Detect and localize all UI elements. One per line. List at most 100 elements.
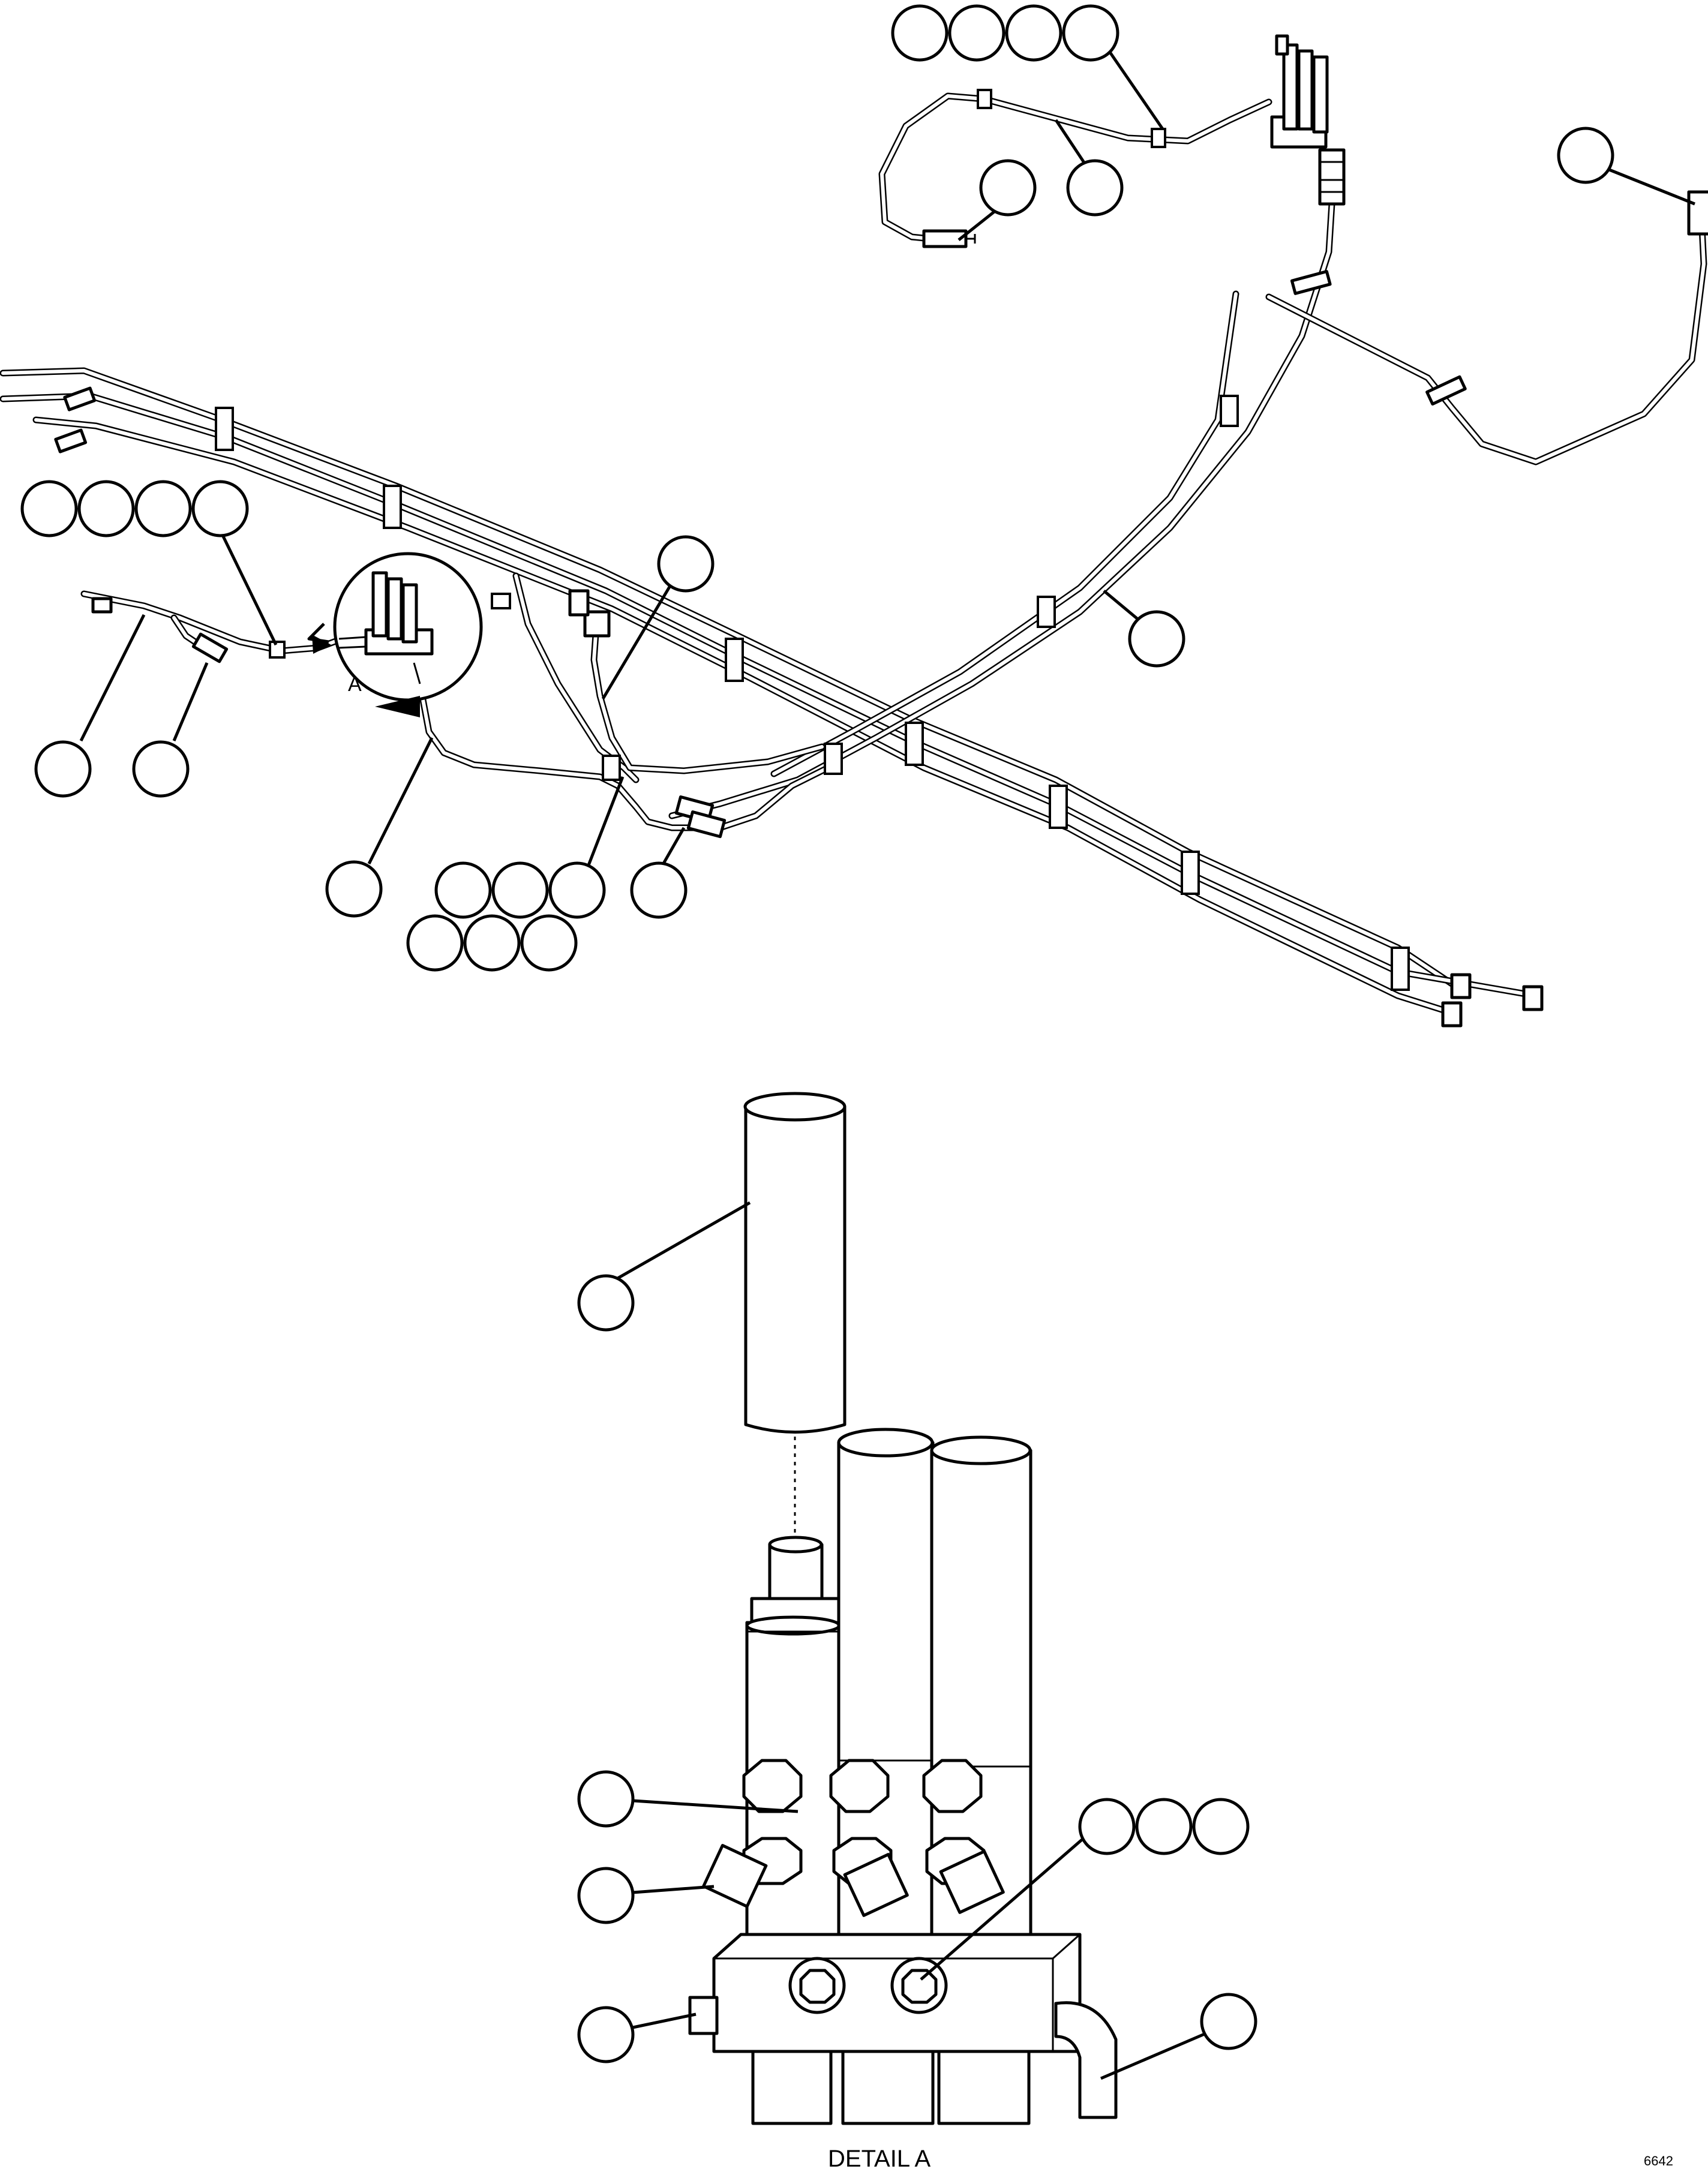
fitting (568, 589, 590, 617)
mini-cylinder (386, 577, 403, 641)
fitting (1425, 375, 1467, 406)
item-balloon (1078, 1798, 1136, 1855)
item-balloon (891, 4, 948, 62)
item-balloon (77, 480, 135, 537)
clamp (905, 722, 924, 766)
item-balloon (1062, 4, 1119, 62)
detail-caption: DETAIL A (828, 2146, 930, 2172)
item-balloon (520, 914, 578, 972)
hex-bolt (829, 1759, 890, 1813)
injector-cylinder-removed (743, 1092, 847, 1539)
clamp (1391, 947, 1410, 991)
hex-bolts-upper (742, 1759, 983, 1813)
grease-fitting (1687, 190, 1708, 236)
item-balloon (577, 1867, 635, 1924)
clamp (215, 407, 234, 451)
hose-routing-assembly: A (0, 4, 1708, 1028)
top-loop-hose (878, 92, 1272, 248)
right-branch-hose (1265, 190, 1708, 465)
fitting (54, 428, 88, 453)
hose-end-fitting (686, 810, 727, 839)
clamp (1037, 596, 1056, 628)
leaders-lower (602, 1201, 1206, 2080)
swivel-fitting (1318, 148, 1346, 206)
item-balloon (1066, 159, 1124, 217)
main-hose-bundle (0, 367, 1544, 1028)
item-balloon (406, 914, 464, 972)
hose-end-cap (1450, 973, 1472, 999)
item-balloon (191, 480, 249, 537)
elbow-outlet (1054, 2001, 1118, 2119)
clamp (725, 638, 744, 682)
leaders-upper (79, 49, 1695, 871)
item-balloon (577, 1770, 635, 1828)
hose-clamps (215, 89, 1410, 991)
clamp (977, 89, 992, 109)
detail-a-view: DETAIL A (577, 1092, 1257, 2172)
cylinder-cap (1275, 34, 1289, 56)
base-foot (751, 2050, 833, 2125)
base-foot (937, 2050, 1031, 2125)
item-balloon (132, 740, 190, 798)
item-balloon (1192, 1798, 1250, 1855)
clamp (91, 597, 113, 614)
item-balloon (491, 861, 549, 919)
mini-cylinder (401, 583, 418, 644)
item-balloon (948, 4, 1005, 62)
clamp (269, 641, 286, 659)
hose-end-cap (1522, 985, 1544, 1011)
injector-cylinder (1282, 43, 1299, 131)
item-balloon (1135, 1798, 1193, 1855)
sweep-hose-long (668, 148, 1346, 819)
clamp (1220, 395, 1239, 427)
item-balloon (325, 860, 383, 918)
clamp (824, 743, 843, 775)
item-balloons-upper (20, 4, 1614, 972)
item-balloon (548, 861, 606, 919)
item-balloon (1557, 127, 1614, 184)
hose-end-cap (1441, 1001, 1463, 1028)
drawing-number: 6642 (1644, 2153, 1673, 2168)
arrow-head (375, 696, 420, 717)
item-balloon (1128, 610, 1185, 668)
injector-middle (837, 1428, 935, 1945)
left-hose-assembly (80, 590, 346, 663)
hex-bolt (742, 1759, 803, 1813)
item-balloon (979, 159, 1037, 217)
item-balloon (134, 480, 192, 537)
elbow-fitting (939, 1850, 1005, 1914)
base-foot (841, 2050, 935, 2125)
clamp (491, 593, 511, 609)
upper-manifold (1270, 34, 1329, 149)
clamp (1151, 128, 1166, 148)
fitting (63, 386, 97, 411)
item-balloon (434, 861, 492, 919)
item-balloon (463, 914, 521, 972)
manifold-base-block (688, 1933, 1118, 2125)
detail-letter: A (348, 673, 362, 696)
arrow-head (312, 635, 331, 654)
item-balloon (1200, 1993, 1257, 2050)
lower-junction-hoses (416, 572, 832, 839)
item-balloon (577, 2006, 635, 2063)
clamp (602, 755, 621, 781)
item-balloon (20, 480, 78, 537)
injector-cylinder (1297, 49, 1314, 131)
injector-cylinder (1312, 55, 1329, 134)
item-balloon (34, 740, 92, 798)
item-balloon (630, 861, 688, 919)
fitting (1290, 270, 1332, 295)
clamp (1181, 851, 1200, 895)
item-balloon (1005, 4, 1062, 62)
item-balloons-lower (577, 1274, 1257, 2063)
detail-a-callout: A (307, 552, 483, 717)
hose-end-fitting (191, 632, 229, 663)
clamp (1049, 785, 1068, 829)
hex-bolt (922, 1759, 983, 1813)
elbow-fitting (843, 1853, 909, 1917)
mini-cylinder (371, 571, 388, 638)
item-balloon (657, 535, 715, 593)
clamp (383, 485, 402, 529)
elbow-fitting (702, 1844, 768, 1908)
